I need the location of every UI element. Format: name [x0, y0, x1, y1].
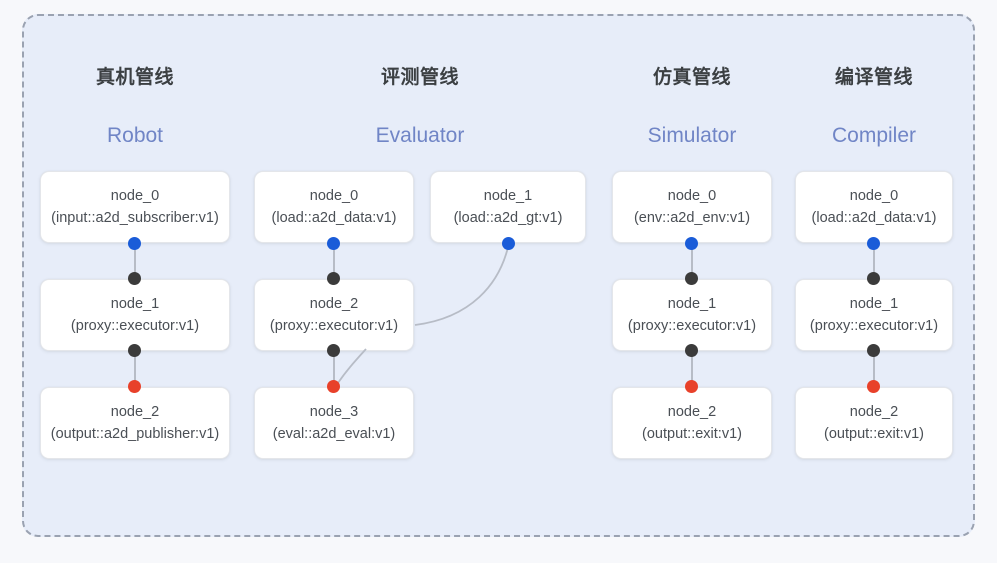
- edge-simulator-1-2: [691, 351, 693, 387]
- node-evaluator-3[interactable]: node_3 (eval::a2d_eval:v1): [254, 387, 414, 459]
- node-robot-0[interactable]: node_0 (input::a2d_subscriber:v1): [40, 171, 230, 243]
- port-output-robot-0[interactable]: [128, 237, 141, 250]
- node-name: node_0: [849, 187, 899, 204]
- port-input-robot-2[interactable]: [128, 380, 141, 393]
- node-kind: (eval::a2d_eval:v1): [272, 426, 396, 442]
- node-simulator-0[interactable]: node_0 (env::a2d_env:v1): [612, 171, 772, 243]
- node-name: node_2: [849, 403, 899, 420]
- node-simulator-2[interactable]: node_2 (output::exit:v1): [612, 387, 772, 459]
- node-kind: (load::a2d_data:v1): [271, 210, 397, 226]
- node-name: node_0: [110, 187, 160, 204]
- node-name: node_2: [309, 295, 359, 312]
- edge-evaluator-2-3: [333, 351, 335, 387]
- column-title-robot: 真机管线: [95, 67, 174, 88]
- node-name: node_3: [309, 403, 359, 420]
- edge-robot-0-1: [134, 243, 136, 279]
- port-output-compiler-0[interactable]: [867, 237, 880, 250]
- node-name: node_2: [110, 403, 160, 420]
- node-compiler-1[interactable]: node_1 (proxy::executor:v1): [795, 279, 953, 351]
- node-name: node_1: [849, 295, 899, 312]
- edge-compiler-1-2: [873, 351, 875, 387]
- port-input-simulator-2[interactable]: [685, 380, 698, 393]
- edge-simulator-0-1: [691, 243, 693, 279]
- port-input-evaluator-2[interactable]: [327, 272, 340, 285]
- port-output-simulator-0[interactable]: [685, 237, 698, 250]
- node-kind: (proxy::executor:v1): [70, 318, 200, 334]
- node-kind: (proxy::executor:v1): [269, 318, 399, 334]
- node-kind: (proxy::executor:v1): [627, 318, 757, 334]
- node-evaluator-1[interactable]: node_1 (load::a2d_gt:v1): [430, 171, 586, 243]
- edge-robot-1-2: [134, 351, 136, 387]
- node-name: node_0: [309, 187, 359, 204]
- edge-compiler-0-1: [873, 243, 875, 279]
- column-subtitle-simulator: Simulator: [647, 124, 737, 147]
- port-output-compiler-1[interactable]: [867, 344, 880, 357]
- node-name: node_1: [483, 187, 533, 204]
- port-input-simulator-1[interactable]: [685, 272, 698, 285]
- node-kind: (output::exit:v1): [642, 426, 742, 442]
- node-kind: (input::a2d_subscriber:v1): [51, 210, 219, 226]
- node-simulator-1[interactable]: node_1 (proxy::executor:v1): [612, 279, 772, 351]
- node-kind: (proxy::executor:v1): [809, 318, 939, 334]
- node-evaluator-0[interactable]: node_0 (load::a2d_data:v1): [254, 171, 414, 243]
- port-output-evaluator-1[interactable]: [502, 237, 515, 250]
- node-compiler-2[interactable]: node_2 (output::exit:v1): [795, 387, 953, 459]
- node-name: node_2: [667, 403, 717, 420]
- node-compiler-0[interactable]: node_0 (load::a2d_data:v1): [795, 171, 953, 243]
- column-subtitle-compiler: Compiler: [831, 124, 917, 147]
- port-output-robot-1[interactable]: [128, 344, 141, 357]
- port-input-compiler-2[interactable]: [867, 380, 880, 393]
- node-evaluator-2[interactable]: node_2 (proxy::executor:v1): [254, 279, 414, 351]
- port-output-evaluator-0[interactable]: [327, 237, 340, 250]
- port-input-compiler-1[interactable]: [867, 272, 880, 285]
- node-name: node_0: [667, 187, 717, 204]
- node-robot-2[interactable]: node_2 (output::a2d_publisher:v1): [40, 387, 230, 459]
- node-kind: (load::a2d_gt:v1): [453, 210, 563, 226]
- edge-evaluator-0-2: [333, 243, 335, 279]
- node-name: node_1: [667, 295, 717, 312]
- column-title-evaluator: 评测管线: [380, 67, 459, 88]
- node-kind: (load::a2d_data:v1): [811, 210, 937, 226]
- port-input-evaluator-3[interactable]: [327, 380, 340, 393]
- node-name: node_1: [110, 295, 160, 312]
- column-title-compiler: 编译管线: [834, 67, 913, 88]
- port-input-robot-1[interactable]: [128, 272, 141, 285]
- column-subtitle-evaluator: Evaluator: [375, 124, 465, 147]
- column-subtitle-robot: Robot: [106, 124, 164, 147]
- node-robot-1[interactable]: node_1 (proxy::executor:v1): [40, 279, 230, 351]
- node-kind: (output::a2d_publisher:v1): [50, 426, 220, 442]
- port-output-simulator-1[interactable]: [685, 344, 698, 357]
- node-kind: (env::a2d_env:v1): [633, 210, 751, 226]
- node-kind: (output::exit:v1): [824, 426, 924, 442]
- port-output-evaluator-2[interactable]: [327, 344, 340, 357]
- column-title-simulator: 仿真管线: [652, 67, 731, 88]
